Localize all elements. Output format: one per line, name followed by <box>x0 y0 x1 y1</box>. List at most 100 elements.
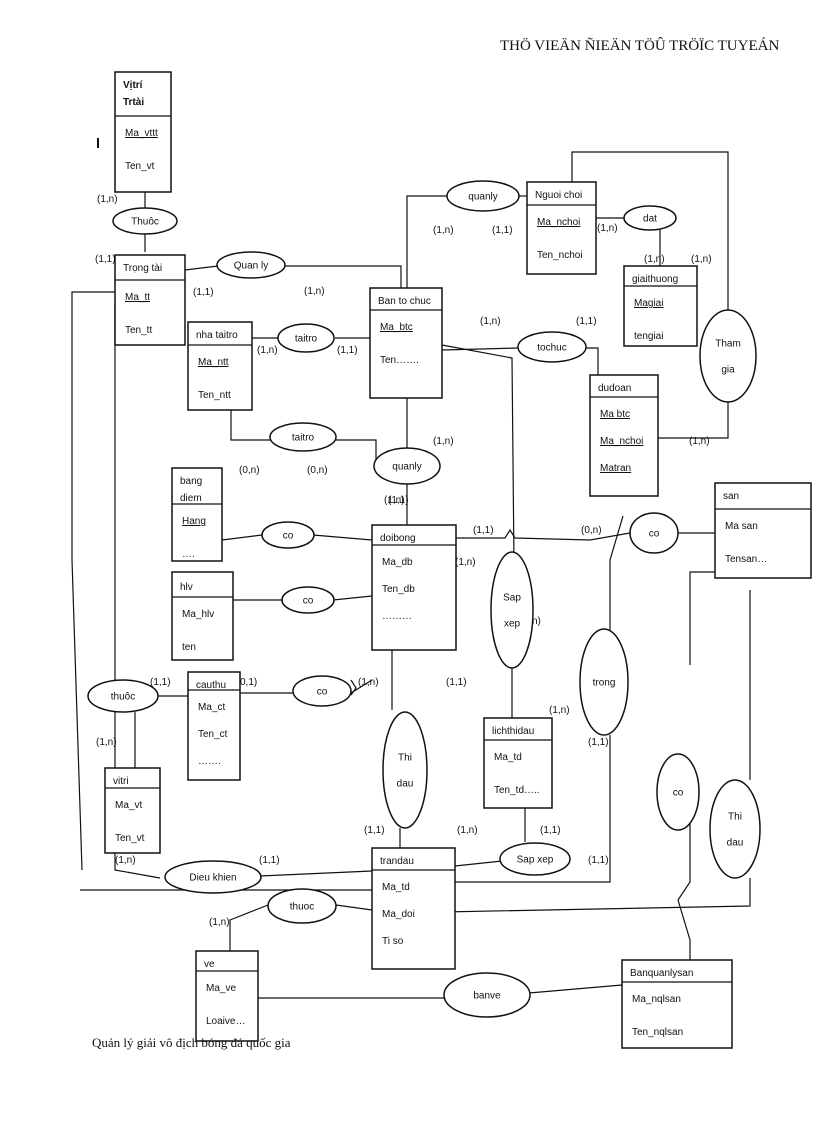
entity-attribute: Matran <box>600 463 631 474</box>
relationship-label: Dieu khien <box>189 873 236 884</box>
cardinality-label: (1,1) <box>588 737 609 748</box>
entity-title: Trọng tài <box>123 263 162 274</box>
cardinality-label: (1,n) <box>433 225 454 236</box>
relationship-co-bangdiem: co <box>261 521 315 549</box>
entity-box <box>623 265 698 347</box>
relationship-thuoc-ct: thuôc <box>87 679 159 713</box>
cardinality-label: (1,1) <box>588 855 609 866</box>
cardinality-label: (1,n) <box>96 737 117 748</box>
relationship-label: co <box>673 788 684 799</box>
relationship-label: dau <box>727 838 744 849</box>
cardinality-label: (1,n) <box>644 254 665 265</box>
entity-title: doibong <box>380 533 416 544</box>
relationship-ellipse <box>490 551 534 669</box>
entity-attribute: Ma_td <box>382 882 410 893</box>
relationship-dat: dat <box>623 205 677 231</box>
entity-attribute: Ma_hlv <box>182 609 214 620</box>
entity-title: bang <box>180 476 202 487</box>
relationship-label: xep <box>504 619 521 630</box>
relationship-quanly-btc-nc: quanly <box>446 180 520 212</box>
entity-box <box>589 374 659 497</box>
cardinality-label: (1,1) <box>95 254 116 265</box>
entity-title: nha taitro <box>196 330 238 341</box>
relationship-label: Thi <box>398 753 412 764</box>
cardinality-label: (1,n) <box>304 286 325 297</box>
relationship-label: co <box>317 687 328 698</box>
entity-attribute: Loaive… <box>206 1016 245 1027</box>
entity-attribute: Tensan… <box>725 554 767 565</box>
entity-box <box>114 254 186 346</box>
entity-box <box>371 524 457 651</box>
entity-attribute: Ma_ct <box>198 702 225 713</box>
relationship-label: co <box>649 529 660 540</box>
relationship-label: co <box>303 596 314 607</box>
entity-attribute: Ten_nqlsan <box>632 1027 683 1038</box>
cardinality-label: (1,1) <box>364 825 385 836</box>
relationship-label: Tham <box>715 339 741 350</box>
entity-box <box>104 767 161 854</box>
relationship-ellipse <box>261 521 315 549</box>
cardinality-label: (1,n) <box>209 917 230 928</box>
connector-line <box>441 344 515 566</box>
relationship-ellipse <box>216 251 286 279</box>
connector-line <box>456 528 631 541</box>
entity-doibong: doibongMa_dbTen_db……… <box>371 524 457 651</box>
entity-title: san <box>723 491 739 502</box>
relationship-label: taitro <box>295 334 318 345</box>
cardinality-label: (1,n) <box>480 316 501 327</box>
entity-attribute: Ti so <box>382 936 404 947</box>
entity-attribute: tengiai <box>634 331 663 342</box>
cardinality-label: (1,1) <box>193 287 214 298</box>
entity-box <box>171 467 223 562</box>
cardinality-label: (1,1) <box>150 677 171 688</box>
connector-line <box>528 984 623 994</box>
relationship-ellipse <box>281 586 335 614</box>
connector-lines <box>71 151 751 999</box>
connector-line <box>336 439 377 465</box>
entity-attribute: Ma_doi <box>382 909 415 920</box>
entity-attribute: Ten_db <box>382 584 415 595</box>
connector-line <box>586 347 599 375</box>
connector-line <box>609 515 624 630</box>
relationship-quanly-tt: Quan ly <box>216 251 286 279</box>
relationship-label: dau <box>397 779 414 790</box>
connector-line <box>230 410 270 441</box>
cardinality-label: (1,1) <box>576 316 597 327</box>
entity-title: giaithuong <box>632 274 678 285</box>
cardinality-label: 0,1) <box>240 677 257 688</box>
relationship-co-bql: co <box>656 753 700 831</box>
cardinality-label: (1,n) <box>257 345 278 356</box>
cardinalities: (1,n) (1,1) (1,1) (1,n) (1,n) (1,1) (1,n) (1,n)… <box>95 194 712 928</box>
relationship-co-ct: co <box>292 675 352 707</box>
cardinality-label: (1,n) <box>115 855 136 866</box>
relationship-label: dat <box>643 214 657 225</box>
connector-line <box>656 402 729 439</box>
relationship-ellipse <box>517 331 587 363</box>
relationship-co-hlv: co <box>281 586 335 614</box>
connector-line <box>454 860 503 867</box>
entity-attribute: Ten_ntt <box>198 390 231 401</box>
connector-line <box>350 679 357 696</box>
relationship-ellipse <box>699 309 757 403</box>
connector-line <box>689 571 715 665</box>
cardinality-label: (1,n) <box>97 194 118 205</box>
entity-box <box>195 950 259 1042</box>
relationship-ellipse <box>656 753 700 831</box>
connector-line <box>184 265 219 271</box>
cardinality-label: (1,n) <box>597 223 618 234</box>
relationship-ellipse <box>382 711 428 829</box>
entity-title: dudoan <box>598 383 631 394</box>
entity-title: diem <box>180 493 202 504</box>
